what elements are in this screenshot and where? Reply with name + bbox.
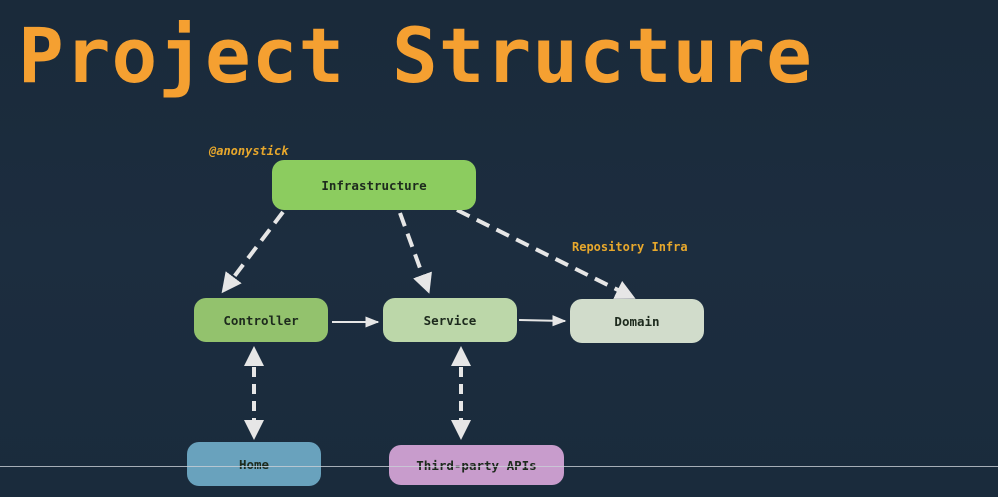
edge-label-repository-infra: Repository Infra [572, 240, 688, 254]
node-domain: Domain [570, 299, 704, 343]
node-service: Service [383, 298, 517, 342]
node-controller: Controller [194, 298, 328, 342]
edge-service-domain [518, 315, 567, 327]
node-home: Home [187, 442, 321, 486]
node-third-party-apis: Third-party APIs [389, 445, 564, 485]
edge-infra-service [398, 212, 432, 294]
video-progress-line [0, 466, 998, 467]
page-title: Project Structure [18, 11, 813, 100]
node-infrastructure: Infrastructure [272, 160, 476, 210]
edge-infra-controller [221, 210, 285, 294]
author-handle: @anonystick [209, 144, 289, 158]
